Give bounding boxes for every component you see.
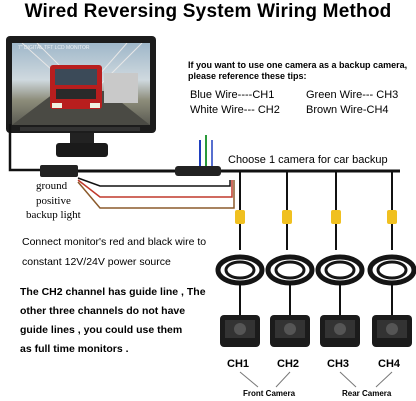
tips-line-2: please reference these tips: xyxy=(188,71,307,81)
guide-note-line-2: other three channels do not have xyxy=(20,305,186,317)
page-title: Wired Reversing System Wiring Method xyxy=(24,1,392,22)
wire-brown-label: Brown Wire-CH4 xyxy=(306,104,389,116)
monitor-label: 7" DIGITAL TFT LCD MONITOR xyxy=(18,45,90,51)
yellow-connectors xyxy=(235,210,397,250)
monitor-button-strip xyxy=(20,127,140,131)
wire-blue-label: Blue Wire----CH1 xyxy=(190,89,275,101)
cable-coils xyxy=(215,254,416,286)
connect-note-line-1: Connect monitor's red and black wire to xyxy=(22,236,207,248)
monitor-stand-neck xyxy=(70,133,94,143)
guide-note-line-4: as full time monitors . xyxy=(20,343,129,355)
truck-image xyxy=(12,43,150,125)
backup-note: Choose 1 camera for car backup xyxy=(228,154,388,166)
monitor-stand-base xyxy=(56,143,108,157)
backup-light-wire xyxy=(77,180,235,209)
channel-label-3: CH3 xyxy=(327,358,350,370)
monitor-cable xyxy=(8,124,40,172)
channel-label-1: CH1 xyxy=(227,358,250,370)
channel-label-2: CH2 xyxy=(277,358,300,370)
group-arrows xyxy=(239,371,393,388)
tips-line-1: If you want to use one camera as a backu… xyxy=(188,60,408,70)
rear-camera-label: Rear Camera xyxy=(342,389,392,398)
channel-label-4: CH4 xyxy=(378,358,401,370)
ground-label: ground xyxy=(36,180,68,192)
connect-note-line-2: constant 12V/24V power source xyxy=(22,256,171,268)
splitter-box xyxy=(175,166,221,176)
positive-wire xyxy=(77,179,233,198)
main-connector xyxy=(40,165,78,177)
positive-label: positive xyxy=(36,195,71,207)
guide-note-line-1: The CH2 channel has guide line , The xyxy=(20,286,206,298)
camera-drops xyxy=(239,171,393,210)
front-camera-label: Front Camera xyxy=(243,389,296,398)
guide-note-line-3: guide lines , you could use them xyxy=(20,324,183,336)
wire-white-label: White Wire--- CH2 xyxy=(190,104,280,116)
monitor-screen xyxy=(12,43,150,125)
cameras xyxy=(220,315,412,347)
ground-wire xyxy=(77,177,231,187)
wire-green-label: Green Wire--- CH3 xyxy=(306,89,399,101)
coil-to-camera xyxy=(239,283,393,315)
backup-light-label: backup light xyxy=(26,209,81,221)
